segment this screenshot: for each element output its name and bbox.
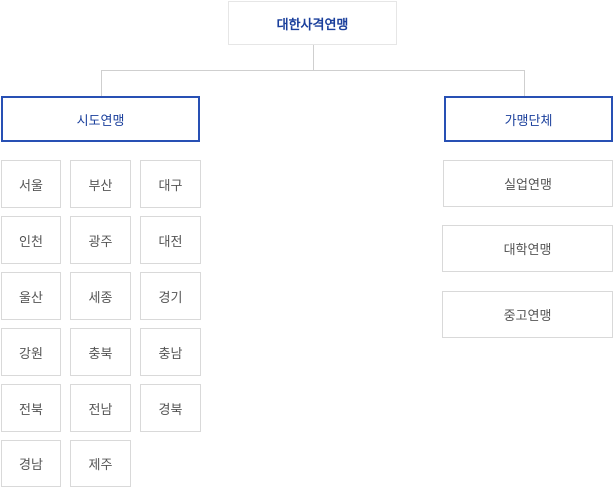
- regional-item[interactable]: 세종: [70, 272, 131, 320]
- connector-right-stem: [524, 70, 525, 97]
- regional-item[interactable]: 전북: [1, 384, 61, 432]
- affiliated-item[interactable]: 대학연맹: [442, 225, 613, 272]
- connector-root-stem: [313, 45, 314, 70]
- category-regional[interactable]: 시도연맹: [1, 96, 200, 142]
- regional-item[interactable]: 대전: [140, 216, 201, 264]
- affiliated-item[interactable]: 중고연맹: [442, 291, 613, 338]
- regional-item[interactable]: 인천: [1, 216, 61, 264]
- regional-item[interactable]: 울산: [1, 272, 61, 320]
- regional-item[interactable]: 서울: [1, 160, 61, 208]
- regional-item[interactable]: 경북: [140, 384, 201, 432]
- regional-item[interactable]: 전남: [70, 384, 131, 432]
- root-node: 대한사격연맹: [228, 1, 397, 45]
- regional-item[interactable]: 대구: [140, 160, 201, 208]
- regional-item[interactable]: 제주: [70, 440, 131, 487]
- connector-horizontal: [101, 70, 525, 71]
- regional-item[interactable]: 광주: [70, 216, 131, 264]
- regional-item[interactable]: 충북: [70, 328, 131, 376]
- regional-item[interactable]: 경기: [140, 272, 201, 320]
- regional-item[interactable]: 강원: [1, 328, 61, 376]
- regional-item[interactable]: 경남: [1, 440, 61, 487]
- regional-item[interactable]: 부산: [70, 160, 131, 208]
- regional-item[interactable]: 충남: [140, 328, 201, 376]
- affiliated-item[interactable]: 실업연맹: [443, 160, 613, 207]
- connector-left-stem: [101, 70, 102, 97]
- category-affiliated[interactable]: 가맹단체: [444, 96, 613, 142]
